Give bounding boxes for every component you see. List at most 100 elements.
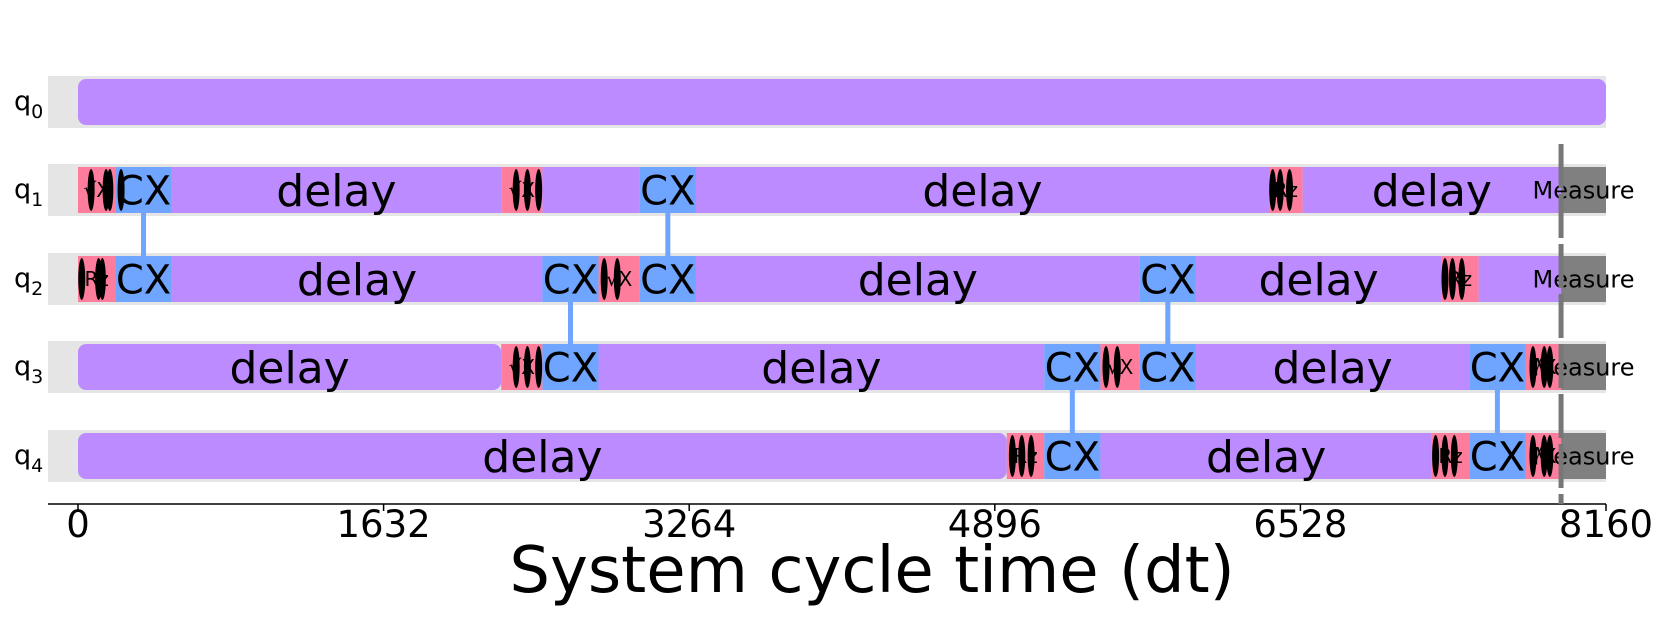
measure-label: Measure xyxy=(1533,177,1635,205)
delay-block xyxy=(598,344,1045,390)
measure-label: Measure xyxy=(1533,266,1635,294)
cx-label: CX xyxy=(543,345,598,391)
cx-label: CX xyxy=(640,168,695,214)
barrier-mark xyxy=(1113,346,1121,388)
single-label: √X xyxy=(509,355,536,379)
cx-block xyxy=(542,344,599,390)
delay-block xyxy=(1195,344,1470,390)
delay-label: delay xyxy=(482,432,602,483)
barrier-mark xyxy=(1008,435,1016,477)
barrier-mark xyxy=(1432,435,1440,477)
delay-label: delay xyxy=(1272,343,1392,394)
x-axis: System cycle time (dt) 0 1632 3264 4896 6528… xyxy=(48,503,1653,608)
barrier-mark xyxy=(512,169,520,211)
delay-block xyxy=(695,256,1140,302)
delay-block xyxy=(171,256,543,302)
barriers xyxy=(78,169,1554,477)
barrier-mark xyxy=(1540,346,1548,388)
cx-block xyxy=(542,256,599,302)
barrier-mark xyxy=(1286,169,1294,211)
barrier-mark xyxy=(1529,346,1537,388)
barrier-mark xyxy=(1540,435,1548,477)
barrier-mark xyxy=(1276,169,1284,211)
barrier-mark xyxy=(1441,435,1449,477)
delay-label: delay xyxy=(761,343,881,394)
qubit-label: q2 xyxy=(14,263,43,300)
x-tick-label: 4896 xyxy=(948,503,1042,546)
barrier-mark xyxy=(1450,435,1458,477)
barrier-mark xyxy=(78,258,86,300)
measure-block xyxy=(1561,167,1606,213)
gate-blocks: √XRzCXdelay√XCXdelayRzdelayMeasureRzCXde… xyxy=(78,79,1635,483)
barrier-mark xyxy=(1458,258,1466,300)
barrier-mark xyxy=(600,258,608,300)
delay-block xyxy=(695,167,1269,213)
barrier-mark xyxy=(1018,435,1026,477)
delay-block xyxy=(1100,433,1432,479)
cx-label: CX xyxy=(116,168,171,214)
cx-label: CX xyxy=(1140,345,1195,391)
x-tick-label: 1632 xyxy=(337,503,431,546)
cx-block xyxy=(1044,433,1101,479)
barrier-mark xyxy=(523,346,531,388)
delay-label: delay xyxy=(1372,166,1492,217)
barrier-mark xyxy=(1546,435,1554,477)
barrier-mark xyxy=(106,169,114,211)
delay-block xyxy=(78,433,1007,479)
cx-label: CX xyxy=(1470,434,1525,480)
x-tick-label: 6528 xyxy=(1253,503,1347,546)
delay-block xyxy=(542,167,640,213)
delay-label: delay xyxy=(229,343,349,394)
barrier-mark xyxy=(1529,435,1537,477)
cx-block xyxy=(1139,344,1196,390)
delay-block xyxy=(171,167,502,213)
barrier-mark xyxy=(1546,346,1554,388)
measure-block xyxy=(1561,256,1606,302)
delay-block xyxy=(1478,256,1562,302)
barrier-mark xyxy=(87,169,95,211)
delay-label: delay xyxy=(1206,432,1326,483)
delay-label: delay xyxy=(1258,255,1378,306)
delay-block xyxy=(1302,167,1562,213)
qubit-label: q4 xyxy=(14,440,43,477)
cx-label: CX xyxy=(1140,257,1195,303)
qubit-label: q1 xyxy=(14,174,43,211)
barrier-mark xyxy=(512,346,520,388)
x-tick-label: 8160 xyxy=(1559,503,1653,546)
qubit-label: q3 xyxy=(14,351,43,388)
cx-label: CX xyxy=(543,257,598,303)
barrier-mark xyxy=(98,258,106,300)
barrier-mark xyxy=(1441,258,1449,300)
delay-label: delay xyxy=(276,166,396,217)
x-axis-title: System cycle time (dt) xyxy=(509,534,1234,608)
qubit-label: q0 xyxy=(14,86,43,123)
delay-label: delay xyxy=(922,166,1042,217)
cx-label: CX xyxy=(1045,434,1100,480)
barrier-mark xyxy=(535,169,543,211)
cx-label: CX xyxy=(1045,345,1100,391)
delay-label: delay xyxy=(297,255,417,306)
cx-block xyxy=(115,167,172,213)
cx-label: CX xyxy=(116,257,171,303)
x-tick-label: 0 xyxy=(66,503,90,546)
cx-block xyxy=(1469,344,1526,390)
cx-label: CX xyxy=(1470,345,1525,391)
barrier-mark xyxy=(613,258,621,300)
cx-label: CX xyxy=(640,257,695,303)
cx-block xyxy=(115,256,172,302)
cx-block xyxy=(639,256,696,302)
single-label: √X xyxy=(509,178,536,202)
x-tick-label: 3264 xyxy=(642,503,736,546)
cx-block xyxy=(1044,344,1101,390)
barrier-mark xyxy=(523,169,531,211)
delay-block xyxy=(1195,256,1442,302)
delay-block xyxy=(78,79,1606,125)
barrier-mark xyxy=(1448,258,1456,300)
measure-block xyxy=(1561,433,1606,479)
cx-block xyxy=(639,167,696,213)
barrier-mark xyxy=(1269,169,1277,211)
cx-links xyxy=(141,190,1500,456)
cx-block xyxy=(1139,256,1196,302)
delay-block xyxy=(78,344,502,390)
